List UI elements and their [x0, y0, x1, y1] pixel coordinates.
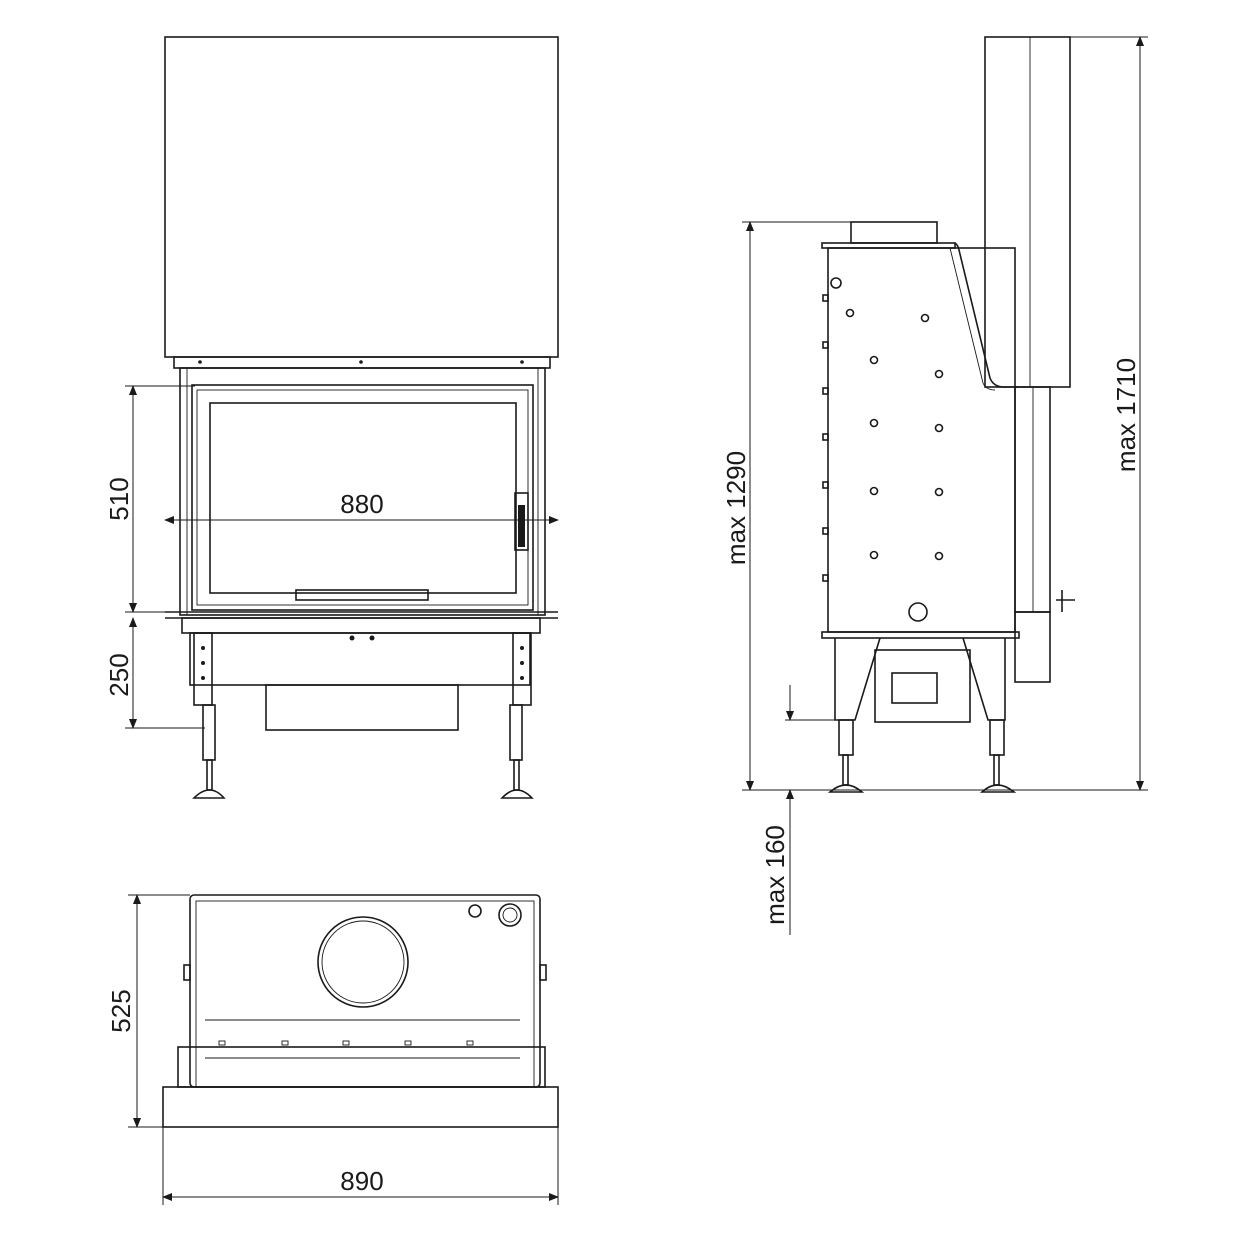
- dim-top-width: 890: [340, 1166, 383, 1196]
- dim-max-body-height: max 1290: [721, 451, 751, 565]
- ash-box: [265, 684, 459, 731]
- chassis: [189, 632, 531, 686]
- dim-max-total-height: max 1710: [1111, 358, 1141, 472]
- hood: [164, 36, 559, 358]
- front-view: 510 880 250: [104, 36, 559, 799]
- door: [191, 384, 534, 611]
- dim-max-leg-adjust: max 160: [760, 825, 790, 925]
- glass: [209, 402, 517, 594]
- dim-base-height: 250: [104, 653, 134, 696]
- top-view: 525 890: [106, 894, 559, 1205]
- flue-outlet: [317, 916, 409, 1008]
- side-body: [827, 247, 1016, 633]
- front-right-leg: [500, 632, 534, 799]
- air-regulator: [295, 589, 429, 601]
- chimney-hood: [984, 36, 1071, 388]
- dim-depth: 525: [106, 989, 136, 1032]
- side-view: max 1290 max 1710 max 160: [721, 36, 1148, 935]
- dim-door-height: 510: [104, 477, 134, 520]
- flue-collar: [850, 221, 938, 244]
- front-left-leg: [192, 632, 226, 799]
- dim-front-width: 880: [340, 489, 383, 519]
- top-frame: [162, 1086, 559, 1128]
- frame: [179, 367, 546, 616]
